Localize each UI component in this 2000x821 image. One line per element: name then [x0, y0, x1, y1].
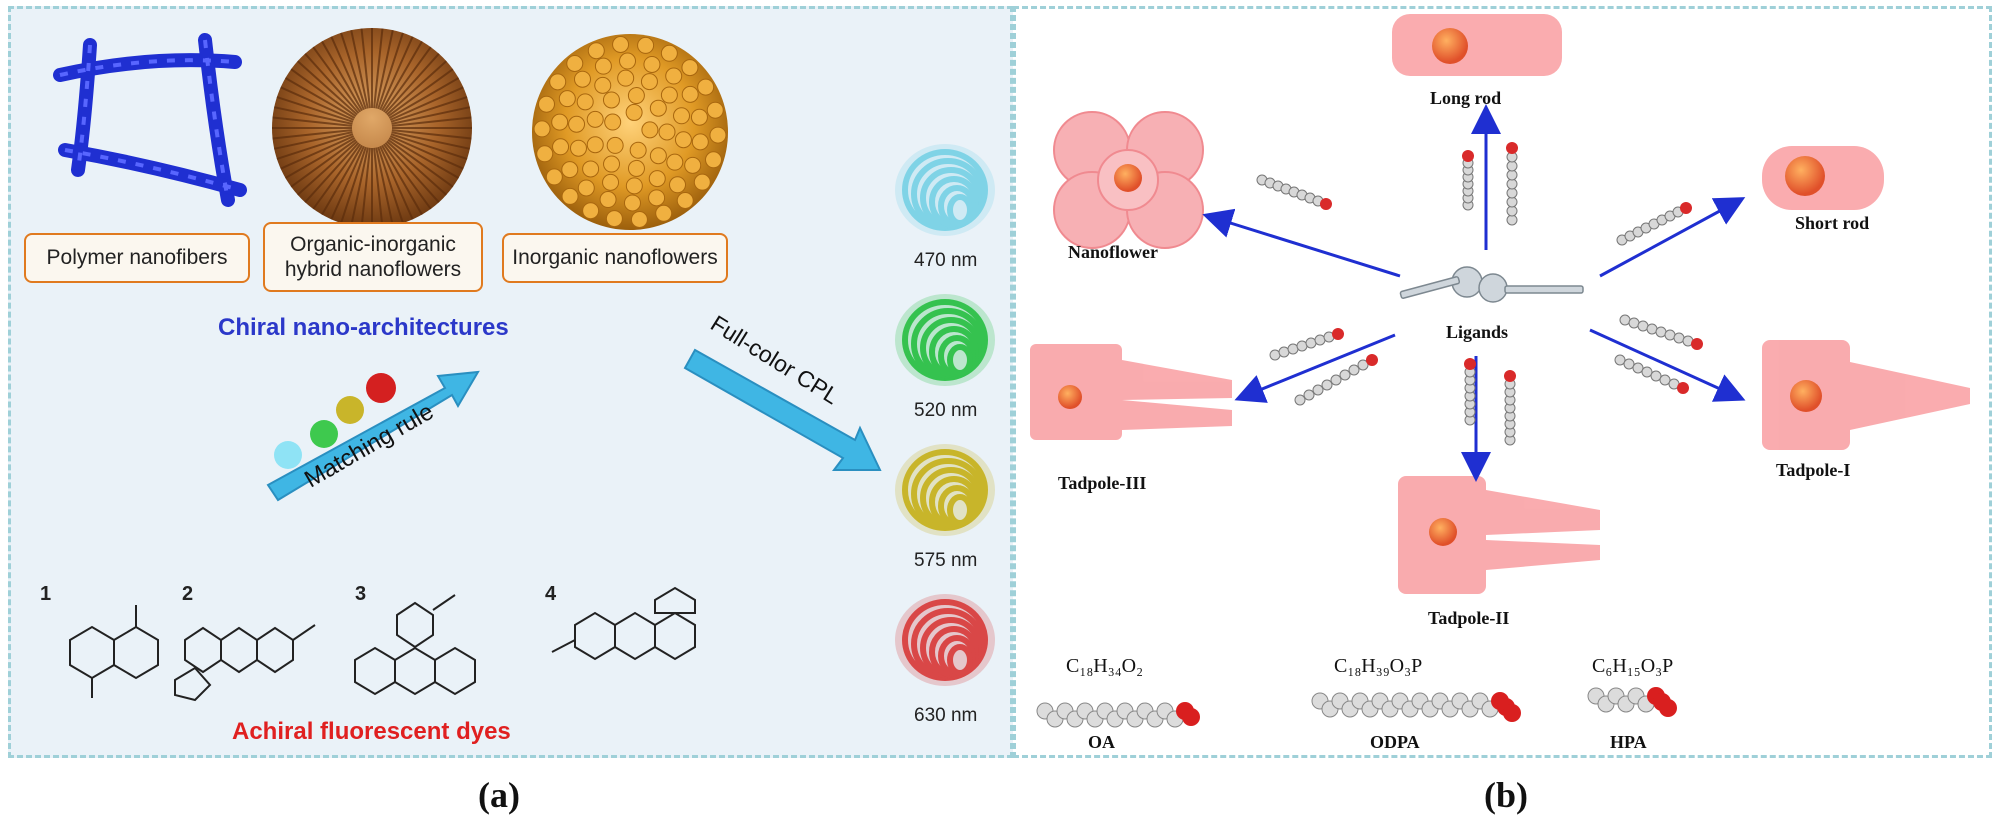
polymer-nanofibers-box: Polymer nanofibers	[24, 233, 250, 283]
wavelength-470: 470 nm	[914, 250, 978, 271]
caption-b: (b)	[1484, 775, 1528, 815]
cpl-spirals	[895, 144, 995, 686]
inorganic-nanoflowers-box: Inorganic nanoflowers	[502, 233, 728, 283]
sphere-green	[310, 420, 338, 448]
long-rod-shape	[1392, 14, 1562, 76]
chiral-nano-architectures-title: Chiral nano-architectures	[218, 314, 509, 341]
shape-diagram	[1030, 14, 1970, 594]
dye-structures	[69, 586, 696, 702]
label-tadpole-iii: Tadpole-III	[1058, 473, 1147, 493]
label-long-rod: Long rod	[1430, 88, 1502, 108]
caption-a: (a)	[478, 775, 520, 815]
wavelength-630: 630 nm	[914, 705, 978, 726]
name-odpa: ODPA	[1370, 732, 1420, 752]
nanoflower-shape	[1053, 111, 1204, 249]
keys-icon	[1399, 266, 1584, 303]
wavelength-575: 575 nm	[914, 550, 978, 571]
label-ligands: Ligands	[1446, 322, 1509, 342]
ligand-molecules	[1036, 687, 1677, 728]
inorganic-nanoflower-image	[532, 34, 728, 230]
formula-oa: C₁₈H₃₄O₂	[1066, 655, 1144, 677]
matching-rule-arrow	[266, 370, 480, 502]
panel-a	[8, 6, 1013, 758]
name-hpa: HPA	[1610, 732, 1647, 752]
label-tadpole-ii: Tadpole-II	[1428, 608, 1510, 628]
full-color-cpl-arrow	[683, 348, 882, 471]
hybrid-nanoflowers-box: Organic-inorganic hybrid nanoflowers	[263, 222, 483, 292]
formula-odpa: C₁₈H₃₉O₃P	[1334, 655, 1423, 677]
dye-number-3: 3	[355, 583, 367, 605]
sphere-red	[366, 373, 396, 403]
dye-number-4: 4	[545, 583, 557, 605]
dye-number-2: 2	[182, 583, 194, 605]
sphere-yellow	[336, 396, 364, 424]
name-oa: OA	[1088, 732, 1115, 752]
hybrid-nanoflower-image	[272, 28, 472, 228]
label-short-rod: Short rod	[1795, 213, 1870, 233]
wavelength-520: 520 nm	[914, 400, 978, 421]
sphere-cyan	[274, 441, 302, 469]
label-tadpole-i: Tadpole-I	[1776, 460, 1851, 480]
achiral-fluorescent-dyes-title: Achiral fluorescent dyes	[232, 718, 511, 745]
formula-hpa: C₆H₁₅O₃P	[1592, 655, 1674, 677]
label-nanoflower: Nanoflower	[1068, 242, 1158, 262]
dye-number-1: 1	[40, 583, 52, 605]
polymer-nanofiber-image	[53, 33, 247, 207]
